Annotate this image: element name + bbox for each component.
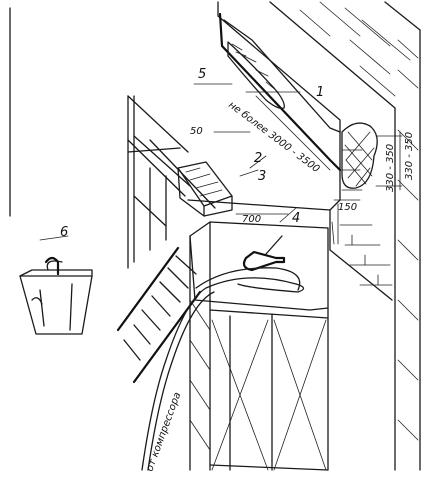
label-2: 2: [254, 151, 262, 166]
ladder: [116, 246, 202, 384]
dim-50: 50: [190, 126, 203, 137]
label-3: 3: [258, 169, 266, 184]
dim-range-right-b: 330 - 350: [404, 132, 415, 180]
label-4: 4: [292, 211, 300, 226]
compressor-annotation: от компрессора: [144, 391, 183, 473]
mortar-trough: [218, 12, 342, 172]
bucket: [19, 256, 93, 335]
dimension-lines: [39, 83, 403, 245]
work-platform: [127, 147, 331, 211]
dim-700: 700: [242, 214, 261, 225]
label-5: 5: [198, 67, 206, 82]
label-1: 1: [316, 85, 324, 100]
mortar-box: [177, 161, 233, 217]
pneumatic-tool: [242, 235, 286, 272]
dim-range-right-a: 330 - 350: [385, 144, 396, 192]
dim-150: 150: [338, 202, 357, 213]
scaffold-tower: [189, 221, 329, 471]
brick-wall: [217, 1, 421, 471]
compressor-hose: [141, 277, 305, 471]
scaffold-frame: [9, 7, 216, 269]
label-6: 6: [60, 225, 68, 240]
